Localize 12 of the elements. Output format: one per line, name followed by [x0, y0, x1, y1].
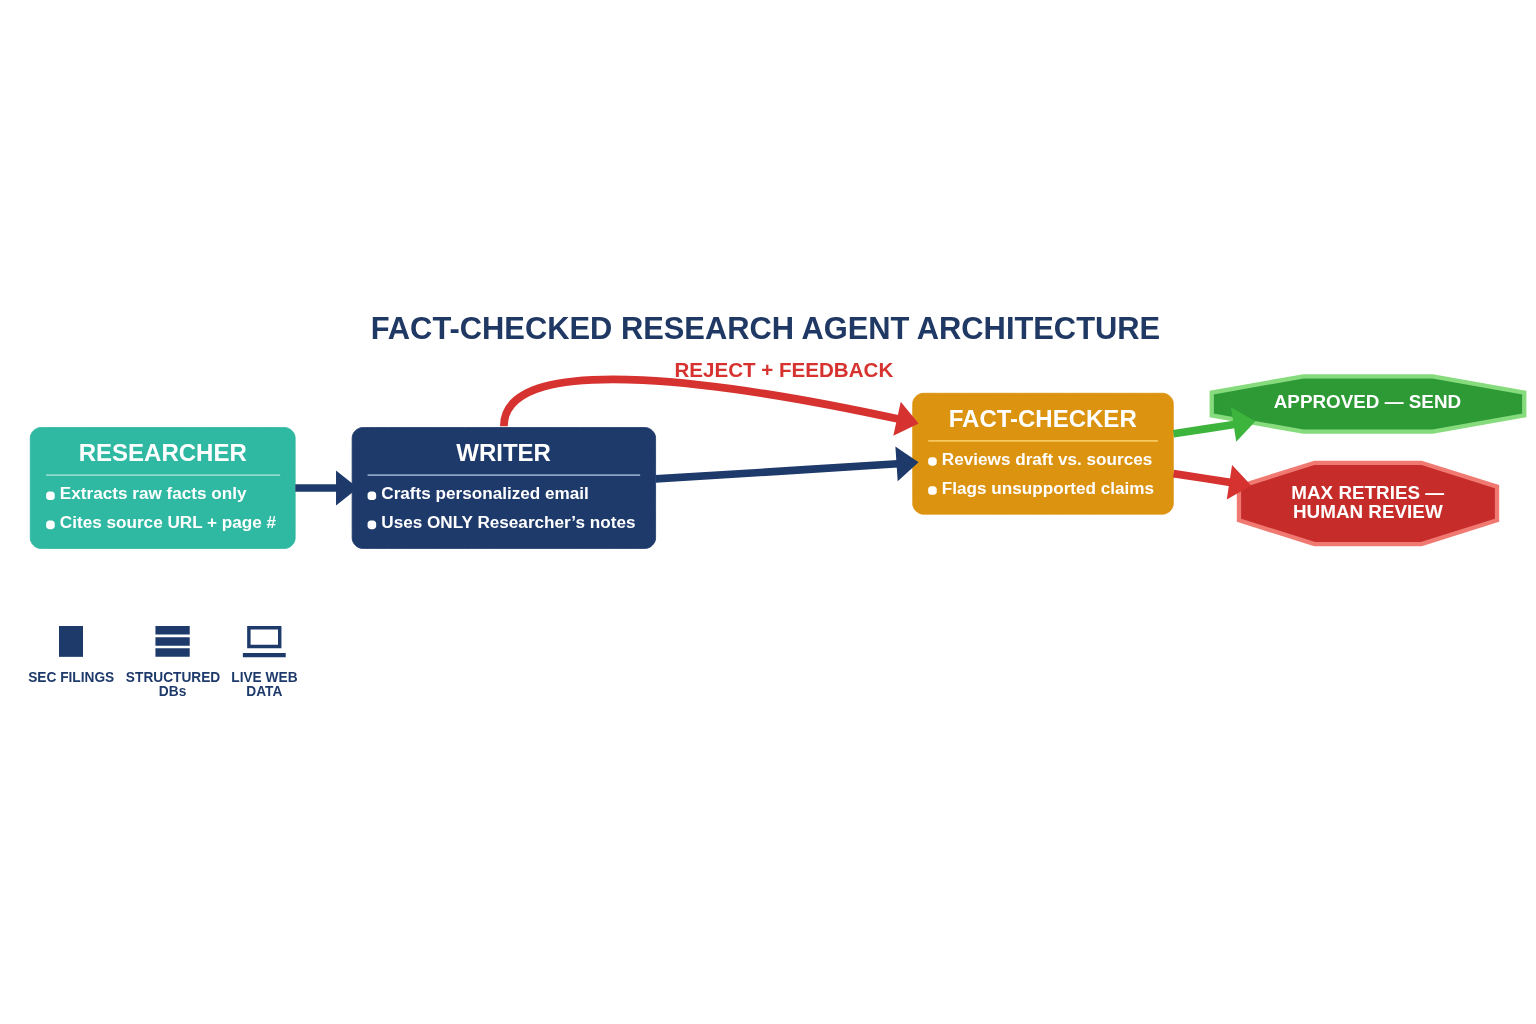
node-label: LIVE WEB DATA	[231, 670, 298, 700]
arrow	[500, 375, 919, 436]
arrow	[1172, 407, 1256, 442]
node-box: WRITER Crafts personalized email Uses ONLY Researcher’s notes	[351, 427, 656, 549]
node-box: FACT-CHECKER Reviews draft vs. sources Flags unsupported claims	[912, 392, 1174, 515]
arrow	[655, 446, 919, 483]
node-label: SEC FILINGS	[28, 670, 115, 686]
node-label: STRUCTURED DBs	[125, 670, 221, 700]
arrow	[1172, 465, 1252, 500]
diagram-title: FACT-CHECKED RESEARCH AGENT ARCHITECTURE	[370, 310, 1161, 346]
edge-label: REJECT + FEEDBACK	[674, 357, 894, 381]
node-box: RESEARCHER Extracts raw facts only Cites source URL + page #	[29, 427, 296, 549]
